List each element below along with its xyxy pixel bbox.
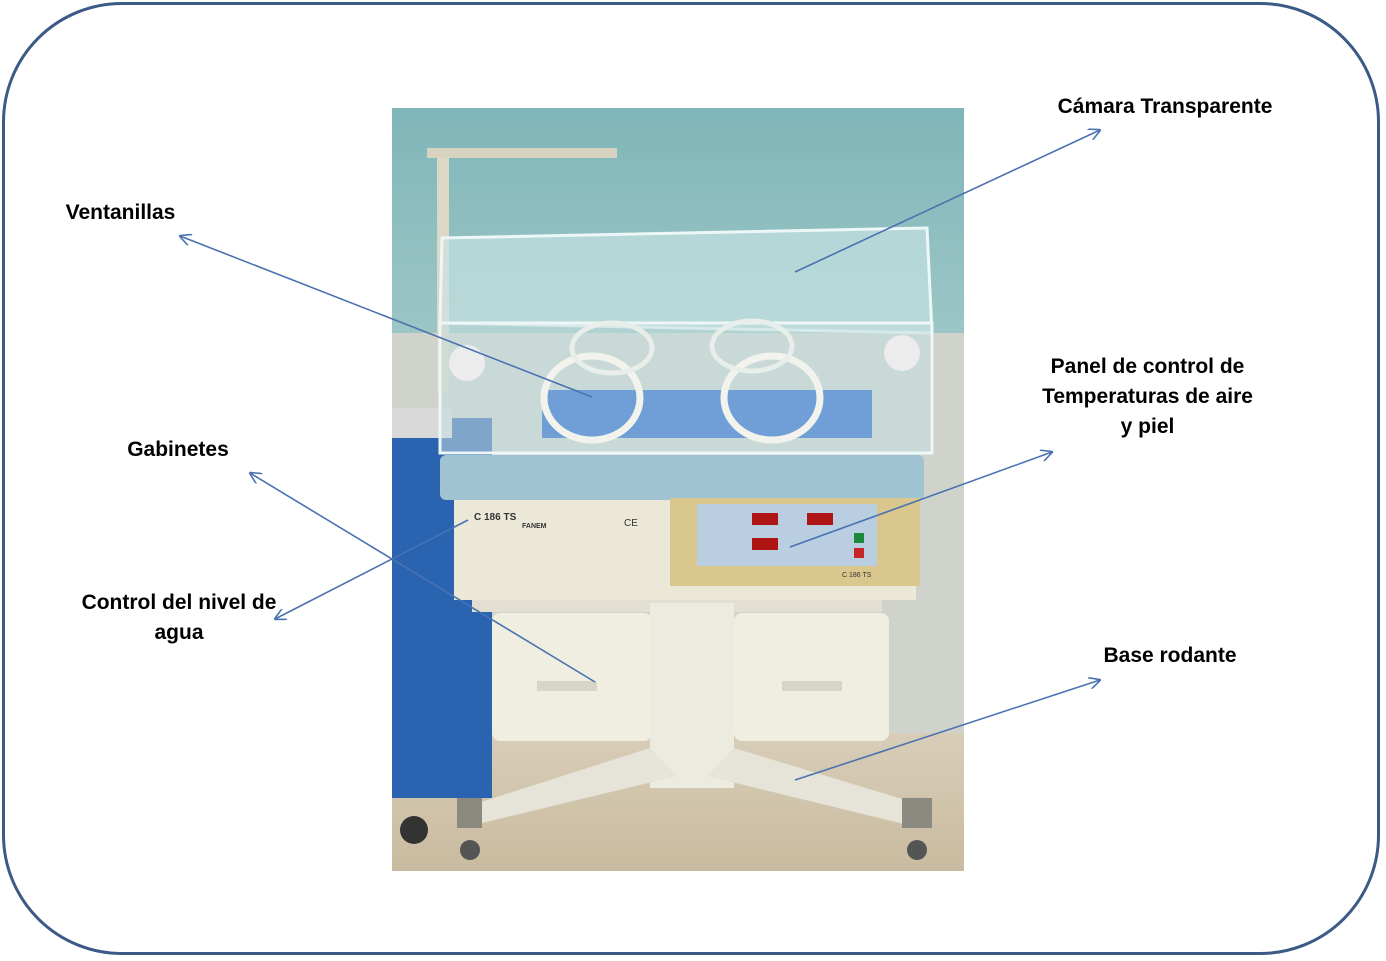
arrow-panel (789, 452, 1052, 548)
label-ventanillas: Ventanillas (65, 201, 176, 224)
arrow-ventanillas (180, 236, 593, 398)
central-column (650, 603, 734, 788)
label-camara: Cámara Transparente (1057, 95, 1273, 118)
ce-mark: CE (624, 518, 638, 529)
cabinet-left (492, 613, 652, 741)
panel-model-label: C 186 TS (842, 572, 872, 579)
arrow-gabinetes (250, 473, 596, 683)
porthole-left (540, 352, 644, 444)
tray-rail (440, 455, 924, 500)
label-base: Base rodante (1103, 644, 1237, 667)
brand-label: FANEM (522, 523, 547, 530)
label-gabinetes: Gabinetes (127, 438, 229, 461)
rolling-base (462, 748, 677, 823)
model-label: C 186 TS (474, 512, 517, 523)
arrow-base (794, 680, 1100, 781)
label-control-agua: Control del nivel de agua (81, 591, 277, 644)
cabinet-right (734, 613, 889, 741)
arrow-control-agua (275, 519, 469, 619)
label-panel: Panel de control de Temperaturas de aire… (1042, 355, 1253, 438)
arrow-camara (794, 130, 1100, 273)
porthole-right (720, 352, 824, 444)
incubator-photo: C 186 TS FANEM CE C 186 TS (392, 108, 964, 871)
